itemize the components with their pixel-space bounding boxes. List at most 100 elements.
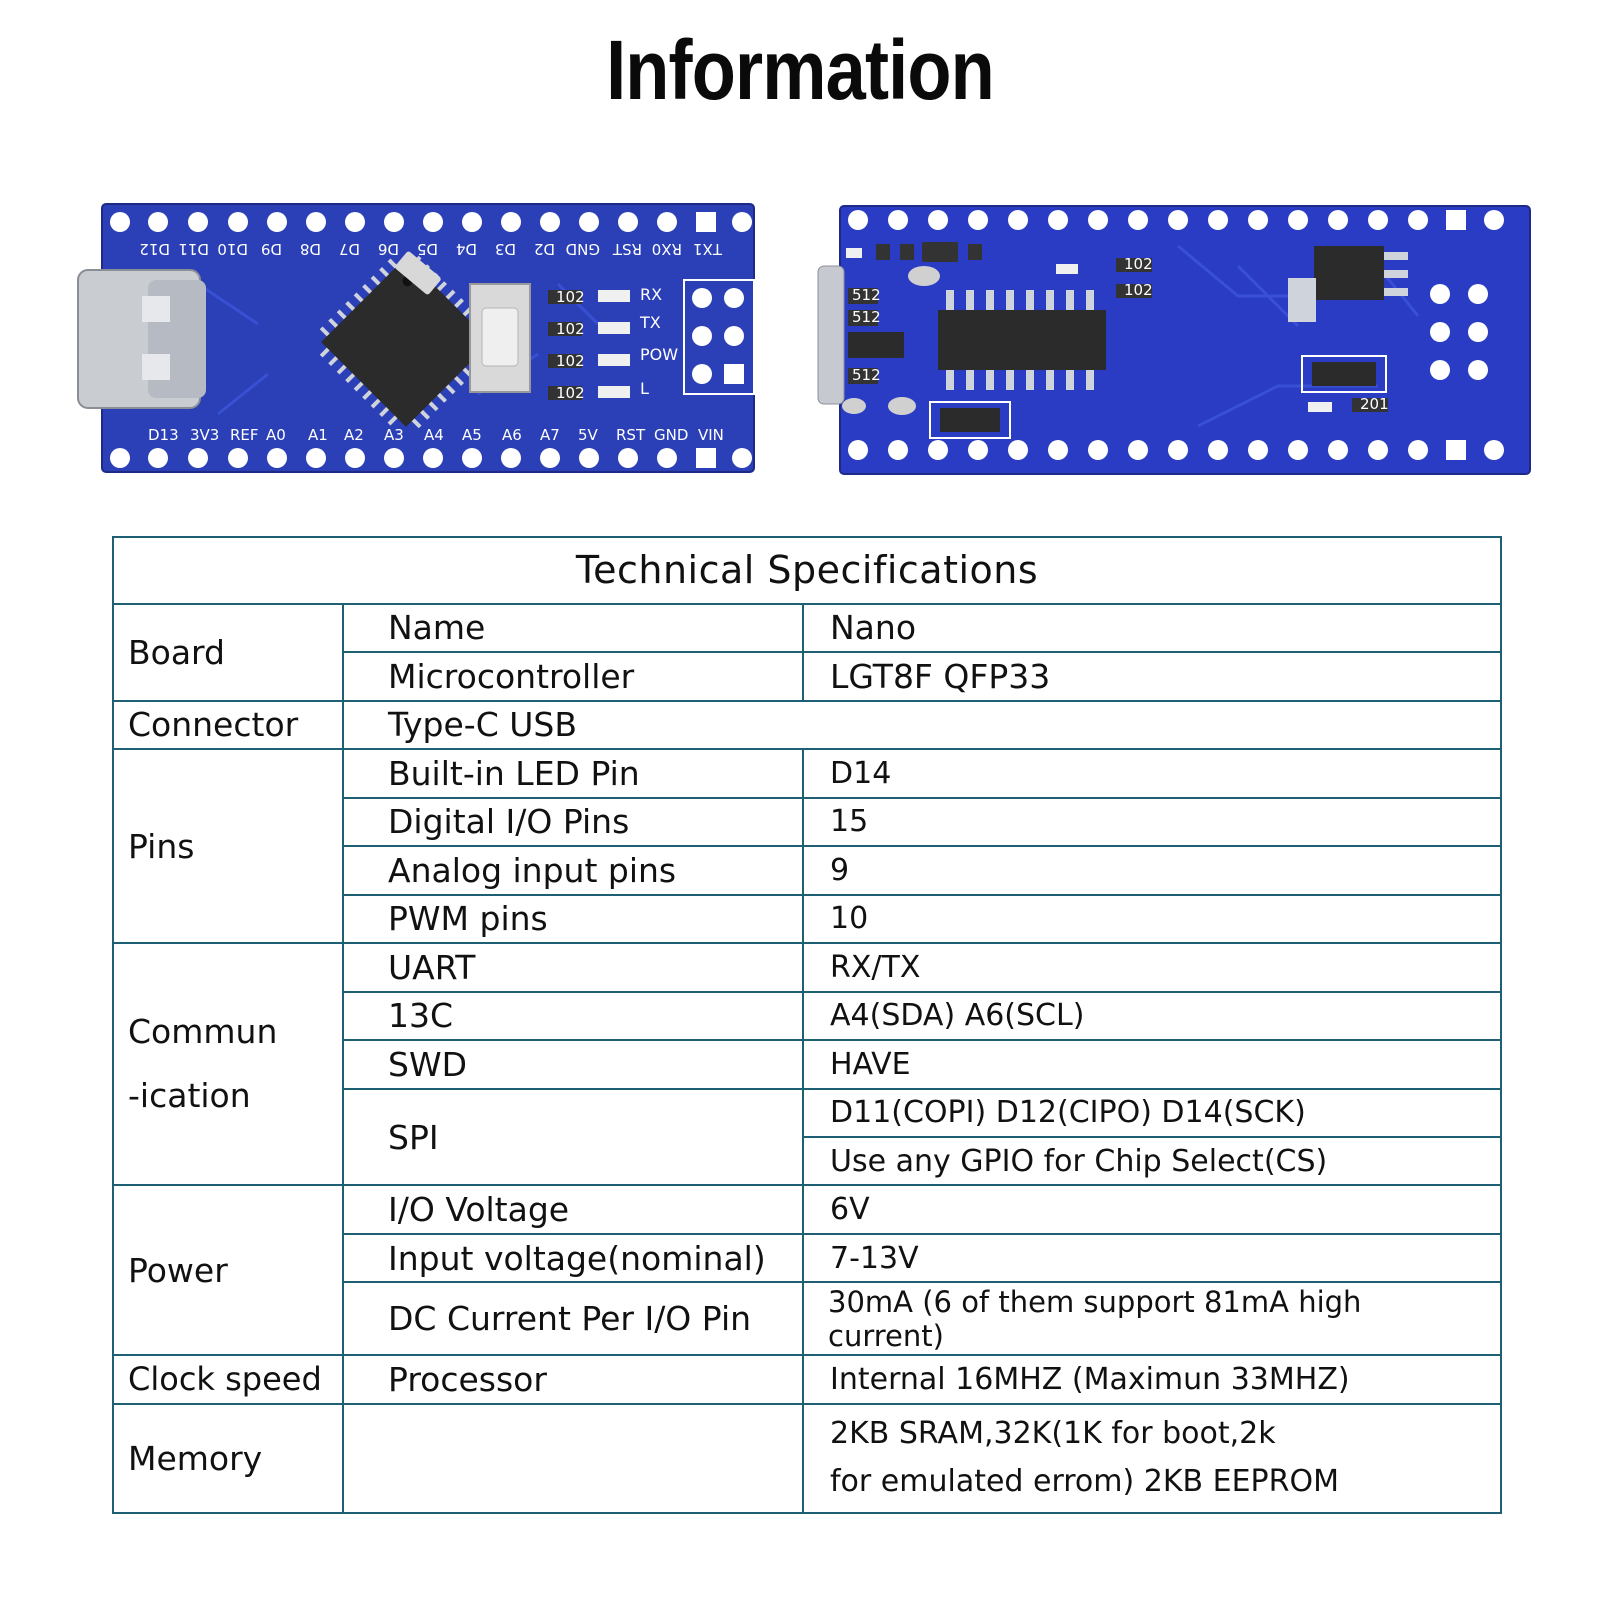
value-builtin-led: D14 (801, 748, 1503, 799)
pin-label: A7 (540, 426, 560, 444)
voltage-regulator: 201 (1288, 246, 1408, 413)
smd-code: 512 (852, 286, 881, 304)
reset-button-part (469, 283, 531, 393)
table-row: Use any GPIO for Chip Select(CS) (113, 1135, 1503, 1187)
value-digital-io: 15 (801, 796, 1503, 848)
pin-label: GND (654, 426, 688, 444)
field-digital-io: Digital I/O Pins (342, 796, 804, 848)
table-row: Clock speed Processor Internal 16MHZ (Ma… (112, 1354, 1503, 1405)
table-caption-row: Technical Specifications (111, 536, 1503, 605)
pin-label: VIN (698, 426, 724, 444)
back-smd-parts: 512 512 512 102 102 (842, 242, 1153, 415)
pin-label: 5V (578, 426, 599, 444)
value-input-voltage: 7-13V (801, 1232, 1503, 1284)
pin-label: RX0 (652, 240, 682, 258)
pin-label: D7 (339, 240, 360, 258)
front-bottom-labels: D13 3V3 REF A0 A1 A2 A3 A4 A5 A6 A7 5V R… (148, 426, 724, 444)
table-row: 13C A4(SDA) A6(SCL) (113, 990, 1503, 1042)
table-row: SWD HAVE (113, 1039, 1503, 1090)
usb-serial-chip (938, 290, 1106, 390)
pin-label: A6 (502, 426, 522, 444)
field-microcontroller: Microcontroller (342, 651, 804, 702)
pin-label: RST (612, 240, 642, 258)
smd-code: 102 (556, 352, 585, 370)
front-top-labels: D12 D11 D10 D9 D8 D7 D6 D5 D4 D3 D2 GND … (139, 240, 723, 258)
field-builtin-led: Built-in LED Pin (342, 748, 804, 799)
led-label-rx: RX (640, 285, 662, 304)
field-i2c: 13C (342, 990, 804, 1042)
front-top-pads (110, 212, 752, 232)
pin-label: D13 (148, 426, 179, 444)
field-spi: SPI (342, 1087, 804, 1187)
value-io-voltage: 6V (801, 1184, 1503, 1235)
category-board: Board (112, 602, 344, 702)
pin-label: D12 (139, 240, 170, 258)
page-title: Information (606, 23, 995, 117)
pin-label: A3 (384, 426, 404, 444)
spec-table: Technical Specifications Board Name Nano… (111, 536, 1503, 1515)
field-connector: Type-C USB (341, 699, 1503, 751)
led-label-l: L (640, 379, 649, 398)
table-row: Commun -ication UART RX/TX (112, 942, 1503, 1187)
pin-label: D11 (178, 240, 209, 258)
table-row: SPI D11(COPI) D12(CIPO) D14(SCK) (113, 1087, 1503, 1187)
table-row: Microcontroller LGT8F QFP33 (113, 651, 1503, 702)
table-row: Memory 2KB SRAM,32K(1K for boot,2k for e… (112, 1402, 1503, 1515)
value-name: Nano (801, 602, 1503, 654)
category-pins: Pins (112, 748, 344, 945)
back-icsp-pads (1430, 284, 1488, 380)
category-connector: Connector (112, 699, 344, 751)
category-communication: Commun -ication (112, 942, 344, 1187)
table-row: Board Name Nano (112, 602, 1503, 702)
field-swd: SWD (342, 1039, 804, 1090)
table-row: Power I/O Voltage 6V (112, 1184, 1503, 1357)
pin-label: RST (616, 426, 646, 444)
pin-label: D3 (495, 240, 516, 258)
field-input-voltage: Input voltage(nominal) (342, 1232, 804, 1284)
field-pwm: PWM pins (342, 893, 804, 945)
smd-code: 512 (852, 366, 881, 384)
icsp-header (683, 279, 755, 395)
pin-label: D10 (217, 240, 248, 258)
category-communication-line2: -ication (128, 1076, 251, 1116)
table-row: DC Current Per I/O Pin 30mA (6 of them s… (113, 1281, 1503, 1357)
pin-label: D5 (417, 240, 438, 258)
back-bottom-pads (848, 440, 1504, 460)
value-memory: 2KB SRAM,32K(1K for boot,2k for emulated… (801, 1402, 1503, 1515)
pin-label: 3V3 (190, 426, 219, 444)
board-front-image: D12 D11 D10 D9 D8 D7 D6 D5 D4 D3 D2 GND … (77, 203, 755, 473)
field-name: Name (342, 602, 804, 654)
smd-code: 102 (1124, 255, 1153, 273)
pin-label: TX1 (693, 240, 723, 258)
value-memory-line1: 2KB SRAM,32K(1K for boot,2k (830, 1416, 1276, 1452)
pin-label: GND (566, 240, 600, 258)
pin-label: D4 (456, 240, 477, 258)
pin-label: D8 (300, 240, 321, 258)
value-uart: RX/TX (801, 942, 1503, 993)
smd-code: 102 (1124, 281, 1153, 299)
board-back-image: 512 512 512 102 102 201 (817, 205, 1531, 475)
pin-label: A2 (344, 426, 364, 444)
field-analog-input: Analog input pins (342, 845, 804, 896)
pin-label: A0 (266, 426, 286, 444)
value-spi-pins: D11(COPI) D12(CIPO) D14(SCK) (801, 1087, 1503, 1139)
value-spi-cs: Use any GPIO for Chip Select(CS) (801, 1135, 1503, 1187)
field-dc-current: DC Current Per I/O Pin (342, 1281, 804, 1357)
value-swd: HAVE (801, 1039, 1503, 1090)
value-processor: Internal 16MHZ (Maximun 33MHZ) (801, 1354, 1503, 1405)
pin-label: REF (230, 426, 259, 444)
value-i2c: A4(SDA) A6(SCL) (801, 990, 1503, 1042)
pin-label: D2 (534, 240, 555, 258)
smd-code: 102 (556, 320, 585, 338)
value-memory-line2: for emulated errom) 2KB EEPROM (830, 1464, 1339, 1500)
field-memory-empty (342, 1402, 804, 1515)
value-microcontroller: LGT8F QFP33 (801, 651, 1503, 702)
smd-code: 102 (556, 288, 585, 306)
table-row: Analog input pins 9 (113, 845, 1503, 896)
table-caption: Technical Specifications (111, 536, 1503, 605)
table-row: Pins Built-in LED Pin D14 (112, 748, 1503, 945)
value-dc-current: 30mA (6 of them support 81mA high curren… (801, 1281, 1503, 1357)
pin-label: A5 (462, 426, 482, 444)
pin-label: A4 (424, 426, 444, 444)
table-row: Connector Type-C USB (112, 699, 1503, 751)
